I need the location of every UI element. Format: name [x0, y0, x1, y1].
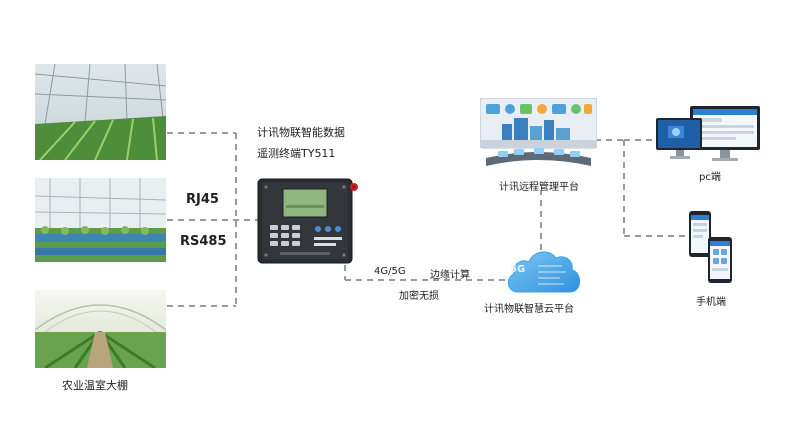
encryption-label: 加密无损 [399, 291, 439, 302]
rj45-label: RJ45 [186, 192, 219, 207]
edge-computing-label: 边缘计算 [430, 270, 470, 281]
mobile-client-illustration [688, 209, 734, 285]
rs485-label: RS485 [180, 234, 227, 249]
remote-platform-label: 计讯远程管理平台 [499, 182, 579, 193]
greenhouse-photo-2 [35, 178, 166, 262]
network-label: 4G/5G [374, 266, 406, 277]
control-room-illustration [480, 98, 597, 171]
antenna-connector-icon [349, 182, 359, 192]
greenhouse-photo-1 [35, 64, 166, 160]
greenhouse-photo-3 [35, 290, 166, 368]
greenhouse-label: 农业温室大棚 [62, 379, 128, 392]
device-title-line2: 遥测终端TY511 [257, 147, 336, 160]
mobile-client-label: 手机端 [696, 297, 726, 308]
ty511-device [256, 177, 356, 265]
cloud-badge: 5G [510, 264, 526, 275]
cloud-icon [504, 246, 584, 296]
pc-client-illustration [654, 104, 764, 166]
device-title-line1: 计讯物联智能数据 [257, 126, 345, 139]
cloud-platform-label: 计讯物联智慧云平台 [484, 304, 574, 315]
pc-client-label: pc端 [699, 172, 721, 183]
